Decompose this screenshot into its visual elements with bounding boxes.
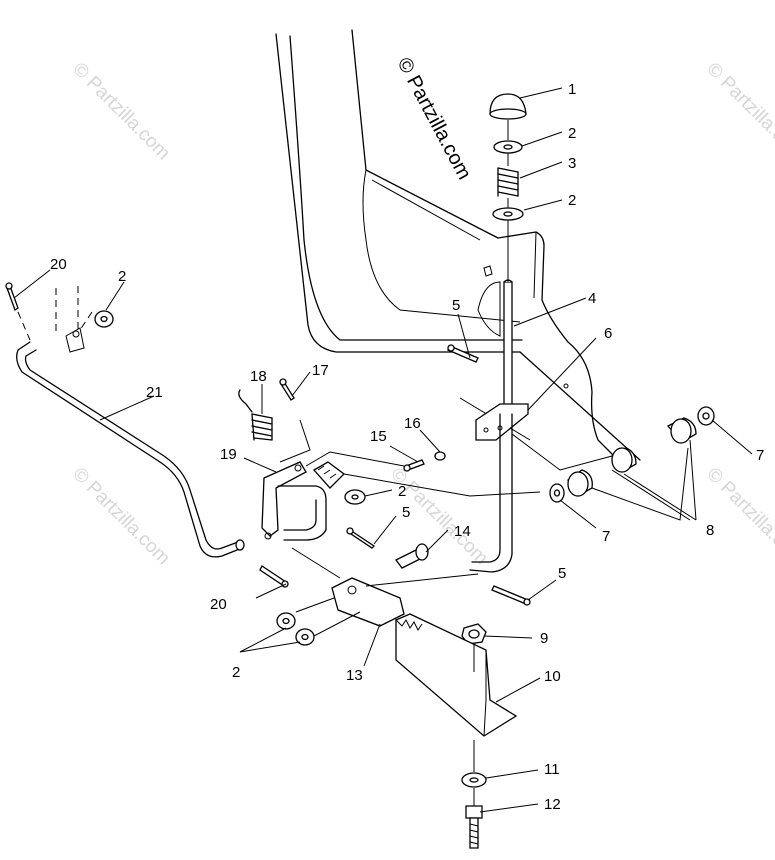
callout-labels: 1 2 3 2 4 5 6 7 7 8 9 10 11 12 13 14 15 … bbox=[50, 81, 764, 813]
watermark-main: © Partzilla.com bbox=[393, 54, 476, 183]
assembly-centerlines bbox=[17, 286, 93, 341]
bracket-part-6 bbox=[475, 403, 529, 441]
cotter-pin-part-5-middle bbox=[346, 527, 376, 549]
washer-part-7-left bbox=[549, 483, 565, 503]
leader-lines bbox=[13, 87, 753, 813]
cap-part-1 bbox=[489, 93, 527, 120]
bolt-part-12 bbox=[465, 805, 483, 849]
clevis-pin-part-14 bbox=[395, 543, 429, 569]
rod-end-hole bbox=[65, 327, 85, 353]
callout-13: 13 bbox=[346, 667, 363, 684]
callout-17: 17 bbox=[312, 362, 329, 379]
callout-8: 8 bbox=[706, 522, 714, 539]
yoke-part-13 bbox=[331, 577, 405, 627]
nut-part-9 bbox=[461, 623, 487, 645]
callout-21: 21 bbox=[146, 384, 163, 401]
callout-1: 1 bbox=[568, 81, 576, 98]
bushing-part-8-upper bbox=[666, 417, 697, 444]
bushing-part-8-lower bbox=[567, 469, 593, 497]
callout-18: 18 bbox=[250, 368, 267, 385]
callout-10: 10 bbox=[544, 668, 561, 685]
spring-part-18 bbox=[238, 389, 273, 441]
callout-12: 12 bbox=[544, 796, 561, 813]
brake-rod-part-4 bbox=[503, 279, 513, 407]
callout-11: 11 bbox=[544, 761, 560, 778]
callout-5-a: 5 bbox=[452, 297, 460, 314]
faint-watermarks: © Partzilla.com © Partzilla.com © Partzi… bbox=[68, 59, 775, 569]
cotter-pin-part-5-lower bbox=[491, 585, 531, 606]
callout-20-b: 20 bbox=[210, 596, 227, 613]
washer-part-11 bbox=[461, 772, 487, 788]
watermark-top-left: © Partzilla.com bbox=[68, 59, 173, 164]
cotter-pin-part-5-upper bbox=[447, 344, 479, 363]
callout-2-d: 2 bbox=[232, 664, 240, 681]
assembly-lines bbox=[279, 120, 691, 806]
washer-part-2-lower bbox=[492, 207, 524, 221]
washer-part-2-left bbox=[94, 310, 114, 328]
washer-part-2-top bbox=[493, 140, 523, 154]
pedal-assembly-part-19 bbox=[261, 461, 345, 541]
washer-part-2-lower-left-b bbox=[295, 628, 315, 646]
frame-panel bbox=[275, 29, 641, 463]
callout-16: 16 bbox=[404, 415, 421, 432]
callout-5-b: 5 bbox=[402, 504, 410, 521]
callout-3: 3 bbox=[568, 155, 576, 172]
cotter-pin-part-20-lower bbox=[259, 565, 289, 588]
callout-2-a: 2 bbox=[568, 125, 576, 142]
washer-part-16 bbox=[434, 451, 446, 461]
pedal-pad-part-10 bbox=[395, 613, 518, 737]
pin-part-17 bbox=[279, 378, 295, 401]
pedal-lever bbox=[469, 413, 513, 573]
callout-9: 9 bbox=[540, 630, 548, 647]
callout-2-b: 2 bbox=[568, 192, 576, 209]
callout-7-a: 7 bbox=[756, 447, 764, 464]
watermark-mid-left: © Partzilla.com bbox=[68, 464, 173, 569]
callout-15: 15 bbox=[370, 428, 387, 445]
cotter-pin-part-20-upper bbox=[5, 282, 19, 311]
watermark-mid-right: © Partzilla.com bbox=[702, 464, 775, 569]
callout-2-e: 2 bbox=[118, 268, 126, 285]
callout-19: 19 bbox=[220, 446, 237, 463]
bushing-part-8-mid bbox=[611, 447, 637, 473]
callout-4: 4 bbox=[588, 290, 596, 307]
brake-linkage-rod-part-21 bbox=[16, 341, 245, 558]
callout-2-c: 2 bbox=[398, 483, 406, 500]
washer-part-2-lower-left-a bbox=[276, 612, 296, 630]
bolt-part-15 bbox=[403, 459, 425, 472]
callout-7-b: 7 bbox=[602, 528, 610, 545]
washer-part-7-right bbox=[697, 406, 715, 426]
callout-5-c: 5 bbox=[558, 565, 566, 582]
callout-6: 6 bbox=[604, 325, 612, 342]
spring-part-3 bbox=[497, 167, 519, 197]
callout-20-a: 20 bbox=[50, 256, 67, 273]
watermark-top-right: © Partzilla.com bbox=[702, 59, 775, 164]
callout-14: 14 bbox=[454, 523, 471, 540]
washer-part-2-pedal bbox=[344, 489, 366, 505]
